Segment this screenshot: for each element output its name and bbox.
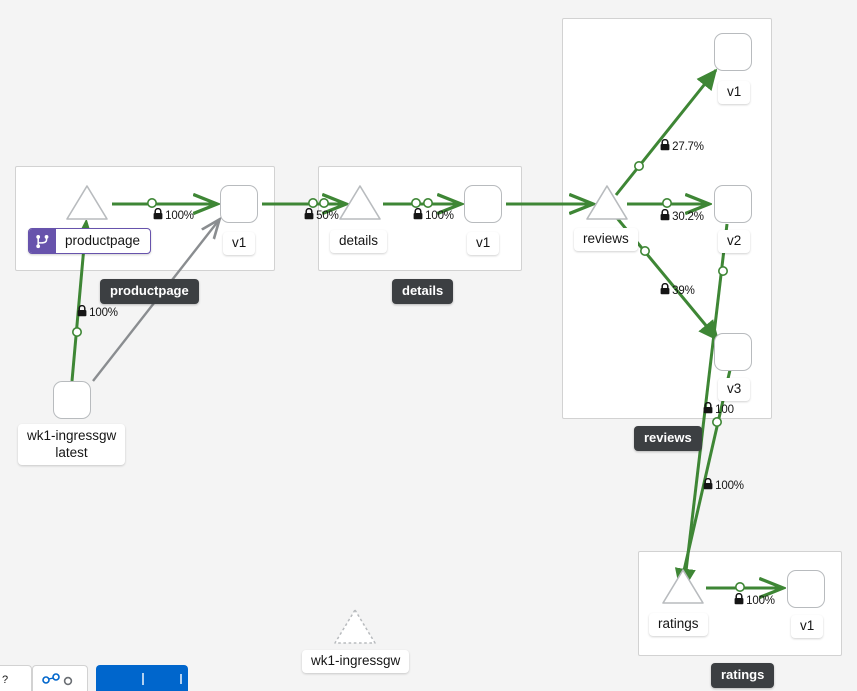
node-reviews-v1[interactable]: [714, 33, 752, 71]
edge-label-text: 100%: [746, 594, 775, 607]
edge-label-v3-to-ratings[interactable]: 100: [684, 389, 734, 431]
lock-icon: [394, 195, 423, 237]
lock-icon: [285, 195, 314, 237]
edge-label-text: 100%: [89, 306, 118, 319]
edge-label-text: 50%: [316, 209, 339, 222]
edge-label-text: 100%: [425, 209, 454, 222]
edge-label-reviews-to-v2[interactable]: 30.2%: [641, 196, 704, 238]
svg-text:?: ?: [2, 674, 8, 686]
group-label-ratings[interactable]: ratings: [711, 663, 775, 688]
node-label-productpage-v1[interactable]: v1: [223, 232, 256, 255]
node-reviews-v3[interactable]: [714, 333, 752, 371]
lock-icon: [641, 196, 670, 238]
node-reviews-service[interactable]: [584, 183, 630, 223]
toolbar-legend-button[interactable]: ?: [0, 665, 32, 691]
node-details-v1[interactable]: [464, 185, 502, 223]
node-label-ingressgw-service[interactable]: wk1-ingressgw: [302, 650, 410, 673]
node-label-ingressgw-workload[interactable]: wk1-ingressgw latest: [18, 424, 125, 465]
lock-icon: [715, 580, 744, 622]
toolbar-primary-button[interactable]: [96, 665, 188, 691]
node-label-productpage-service[interactable]: productpage: [28, 228, 152, 254]
edge-label-text: 27.7%: [672, 140, 704, 153]
virtual-service-icon: [29, 229, 56, 253]
edge-label-productpage-v1-to-details[interactable]: 50%: [285, 195, 339, 237]
edge-label-reviews-to-v1[interactable]: 27.7%: [641, 126, 704, 168]
lock-icon: [134, 195, 163, 237]
edge-label-text: 39%: [672, 284, 695, 297]
node-label-ratings-v1[interactable]: v1: [791, 615, 824, 638]
toolbar-graph-tools-button[interactable]: [32, 665, 88, 691]
edge-label-productpage-svc-to-v1[interactable]: 100%: [134, 195, 194, 237]
node-label-reviews-v3[interactable]: v3: [718, 378, 751, 401]
lock-icon: [684, 465, 713, 507]
lock-icon: [641, 270, 670, 312]
node-label-reviews-v2[interactable]: v2: [718, 230, 751, 253]
edge-label-ingress-to-productpage[interactable]: 100%: [58, 292, 118, 334]
lock-icon: [684, 389, 713, 431]
edge-label-text: 30.2%: [672, 210, 704, 223]
node-label-text: productpage: [65, 233, 141, 248]
node-productpage-v1[interactable]: [220, 185, 258, 223]
node-ingressgw-workload[interactable]: [53, 381, 91, 419]
edge-label-v2-to-ratings[interactable]: 100%: [684, 465, 744, 507]
edge-label-reviews-to-v3[interactable]: 39%: [641, 270, 695, 312]
edge-label-text: 100: [715, 403, 734, 416]
node-label-details-service[interactable]: details: [330, 230, 388, 253]
lock-icon: [641, 126, 670, 168]
edge-label-text: 100%: [165, 209, 194, 222]
node-ingressgw-service[interactable]: [332, 607, 378, 647]
lock-icon: [58, 292, 87, 334]
node-ratings-service[interactable]: [660, 567, 706, 607]
node-productpage-service[interactable]: [64, 183, 110, 223]
node-ratings-v1[interactable]: [787, 570, 825, 608]
group-label-productpage[interactable]: productpage: [100, 279, 199, 304]
node-label-details-v1[interactable]: v1: [467, 232, 500, 255]
node-reviews-v2[interactable]: [714, 185, 752, 223]
edge-label-text: 100%: [715, 479, 744, 492]
edge-label-ratings-svc-to-v1[interactable]: 100%: [715, 580, 775, 622]
group-label-reviews[interactable]: reviews: [634, 426, 702, 451]
edge-label-details-svc-to-v1[interactable]: 100%: [394, 195, 454, 237]
node-label-reviews-v1[interactable]: v1: [718, 81, 751, 104]
node-details-service[interactable]: [337, 183, 383, 223]
node-label-ratings-service[interactable]: ratings: [649, 613, 708, 636]
group-label-details[interactable]: details: [392, 279, 454, 304]
node-label-reviews-service[interactable]: reviews: [574, 228, 638, 251]
